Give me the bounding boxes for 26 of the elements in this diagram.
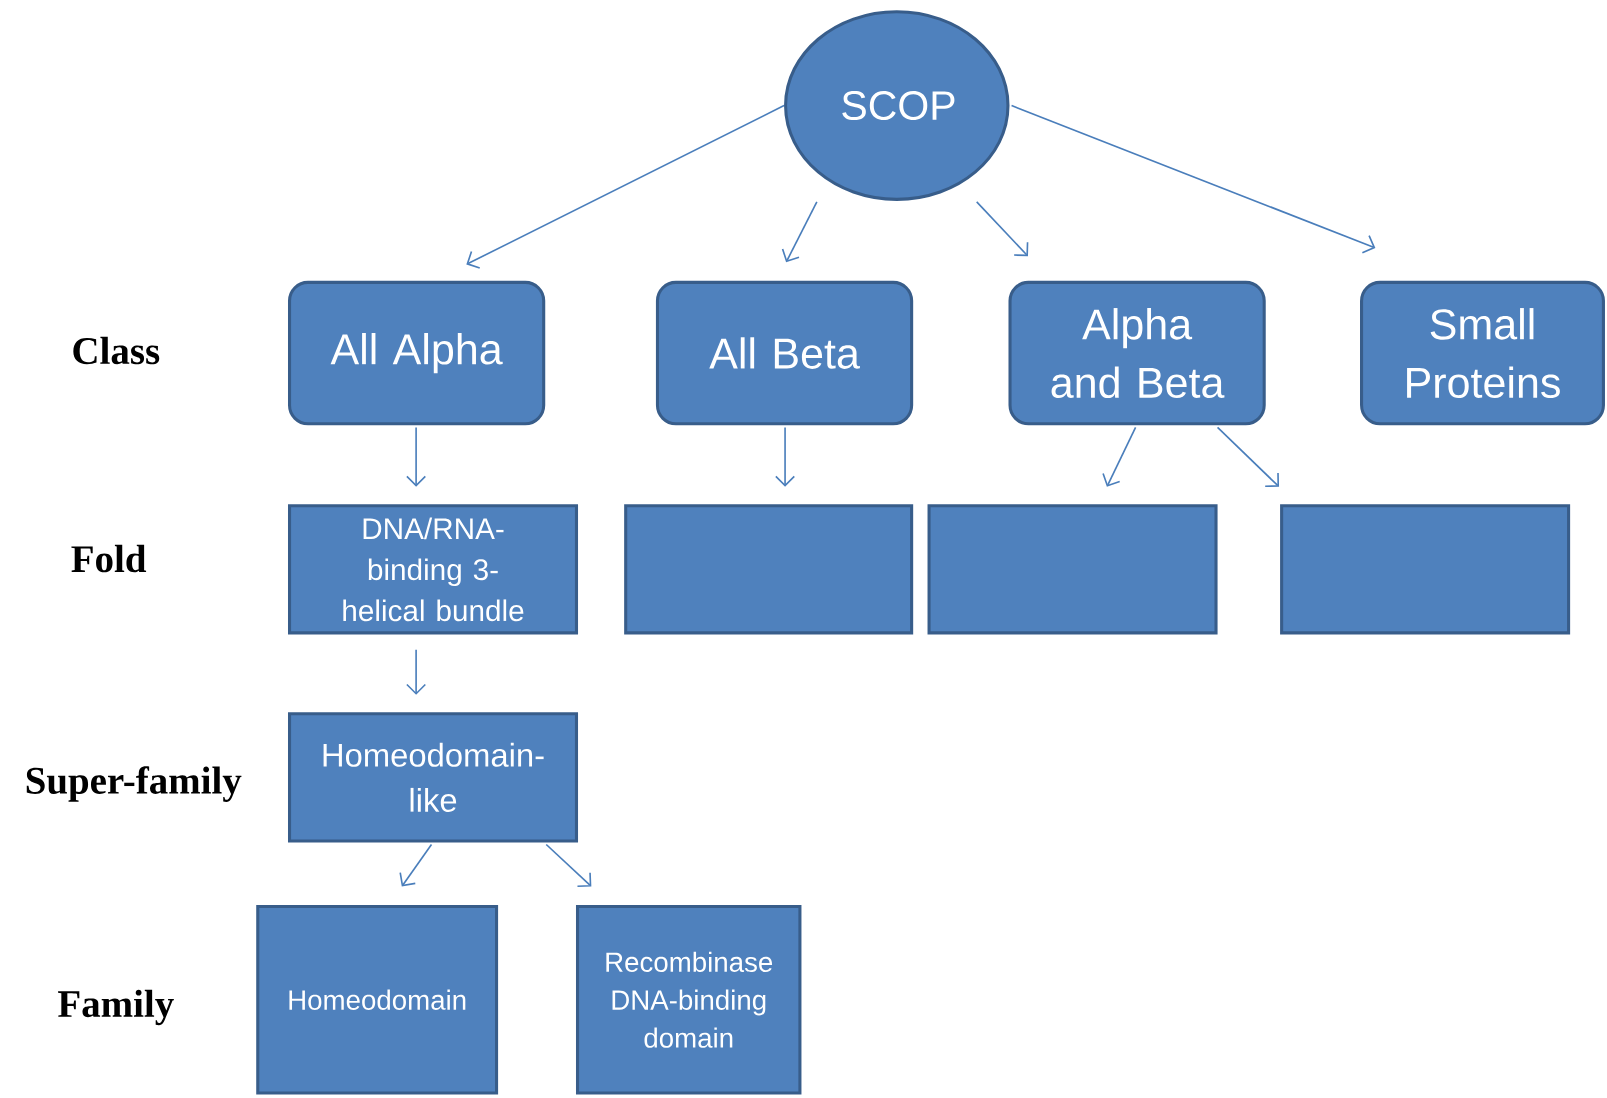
level-label: Class [73, 337, 160, 365]
arrow [406, 426, 427, 487]
arrow [466, 104, 785, 269]
level-label: Super-family [26, 766, 242, 803]
fold-box [1280, 504, 1571, 635]
family-box: Homeodomain [256, 905, 499, 1095]
level-label: Family [58, 989, 174, 1026]
class-box: Alpha and Beta [1008, 281, 1266, 426]
fold-box [927, 504, 1218, 635]
level-label: Fold [71, 545, 147, 573]
family-box: Recombinase DNA-binding domain [576, 905, 802, 1095]
arrow [1102, 426, 1137, 487]
arrow [399, 843, 433, 887]
arrow [1010, 104, 1376, 254]
arrow [781, 201, 818, 263]
class-box: All Alpha [288, 281, 546, 426]
superfamily-box: Homeodomain-like [288, 712, 579, 843]
arrow [545, 843, 592, 888]
fold-box: DNA/RNA-binding 3-helical bundle [288, 504, 579, 635]
arrow [775, 426, 796, 487]
fold-box [624, 504, 914, 635]
class-box: Small Proteins [1360, 281, 1605, 426]
arrow [406, 649, 427, 696]
arrow [1216, 426, 1280, 488]
arrow [975, 201, 1029, 257]
class-box: All Beta [655, 281, 914, 426]
